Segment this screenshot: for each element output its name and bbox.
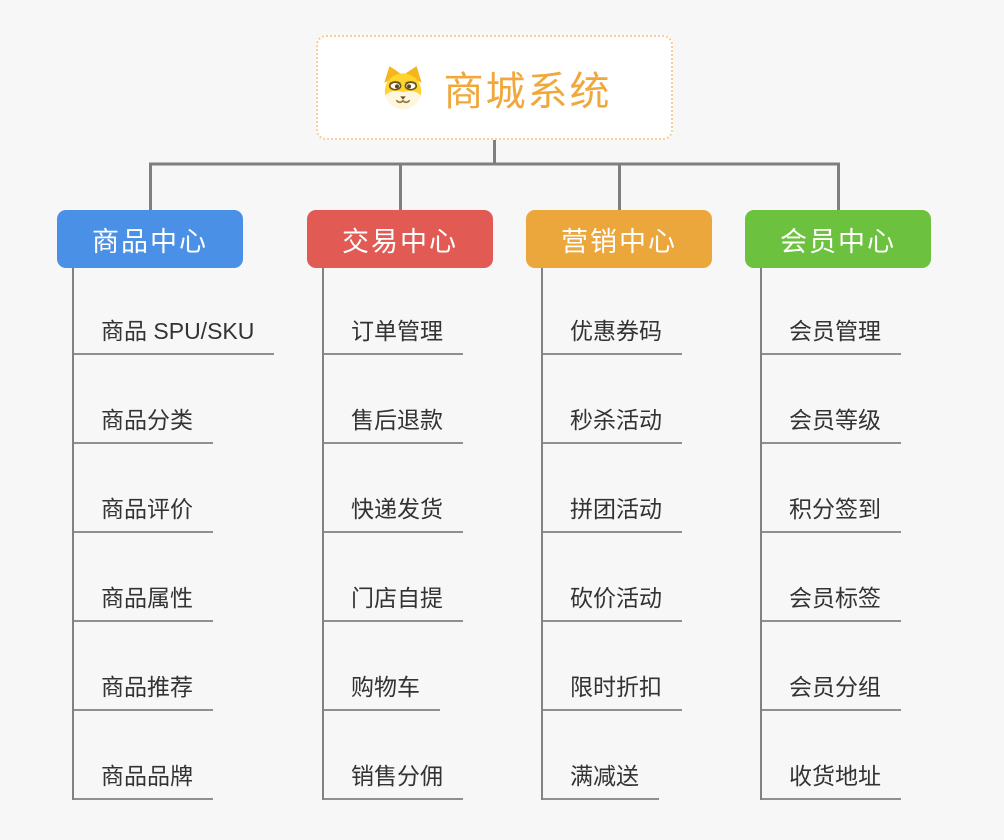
branch-node-marketing-center[interactable]: 营销中心 [526,210,712,268]
leaf-node[interactable]: 会员管理 [762,268,901,355]
root-node[interactable]: 商城系统 [316,35,673,140]
leaf-node[interactable]: 商品推荐 [74,622,213,711]
leaf-node[interactable]: 购物车 [324,622,440,711]
leaf-node[interactable]: 商品分类 [74,355,213,444]
leaf-node[interactable]: 优惠券码 [543,268,682,355]
branch-children-product-center: 商品 SPU/SKU 商品分类 商品评价 商品属性 商品推荐 商品品牌 [72,268,275,800]
branch-children-marketing-center: 优惠券码 秒杀活动 拼团活动 砍价活动 限时折扣 满减送 [541,268,682,800]
leaf-node[interactable]: 会员分组 [762,622,901,711]
leaf-node[interactable]: 快递发货 [324,444,463,533]
leaf-node[interactable]: 商品评价 [74,444,213,533]
leaf-node[interactable]: 售后退款 [324,355,463,444]
leaf-node[interactable]: 秒杀活动 [543,355,682,444]
leaf-node[interactable]: 商品属性 [74,533,213,622]
branch-children-member-center: 会员管理 会员等级 积分签到 会员标签 会员分组 收货地址 [760,268,901,800]
leaf-node[interactable]: 商品品牌 [74,711,213,800]
branch-node-member-center[interactable]: 会员中心 [745,210,931,268]
leaf-node[interactable]: 拼团活动 [543,444,682,533]
leaf-node[interactable]: 销售分佣 [324,711,463,800]
dog-face-icon [383,65,422,109]
leaf-node[interactable]: 砍价活动 [543,533,682,622]
leaf-node[interactable]: 限时折扣 [543,622,682,711]
leaf-node[interactable]: 订单管理 [324,268,463,355]
leaf-node[interactable]: 积分签到 [762,444,901,533]
connector-lines [149,139,840,211]
leaf-node[interactable]: 满减送 [543,711,659,800]
leaf-node[interactable]: 会员等级 [762,355,901,444]
root-title: 商城系统 [443,69,612,114]
leaf-node[interactable]: 收货地址 [762,711,901,800]
branch-node-trade-center[interactable]: 交易中心 [307,210,493,268]
branch-children-trade-center: 订单管理 售后退款 快递发货 门店自提 购物车 销售分佣 [322,268,463,800]
leaf-node[interactable]: 会员标签 [762,533,901,622]
branch-node-product-center[interactable]: 商品中心 [57,210,243,268]
leaf-node[interactable]: 门店自提 [324,533,463,622]
leaf-node[interactable]: 商品 SPU/SKU [74,268,275,355]
